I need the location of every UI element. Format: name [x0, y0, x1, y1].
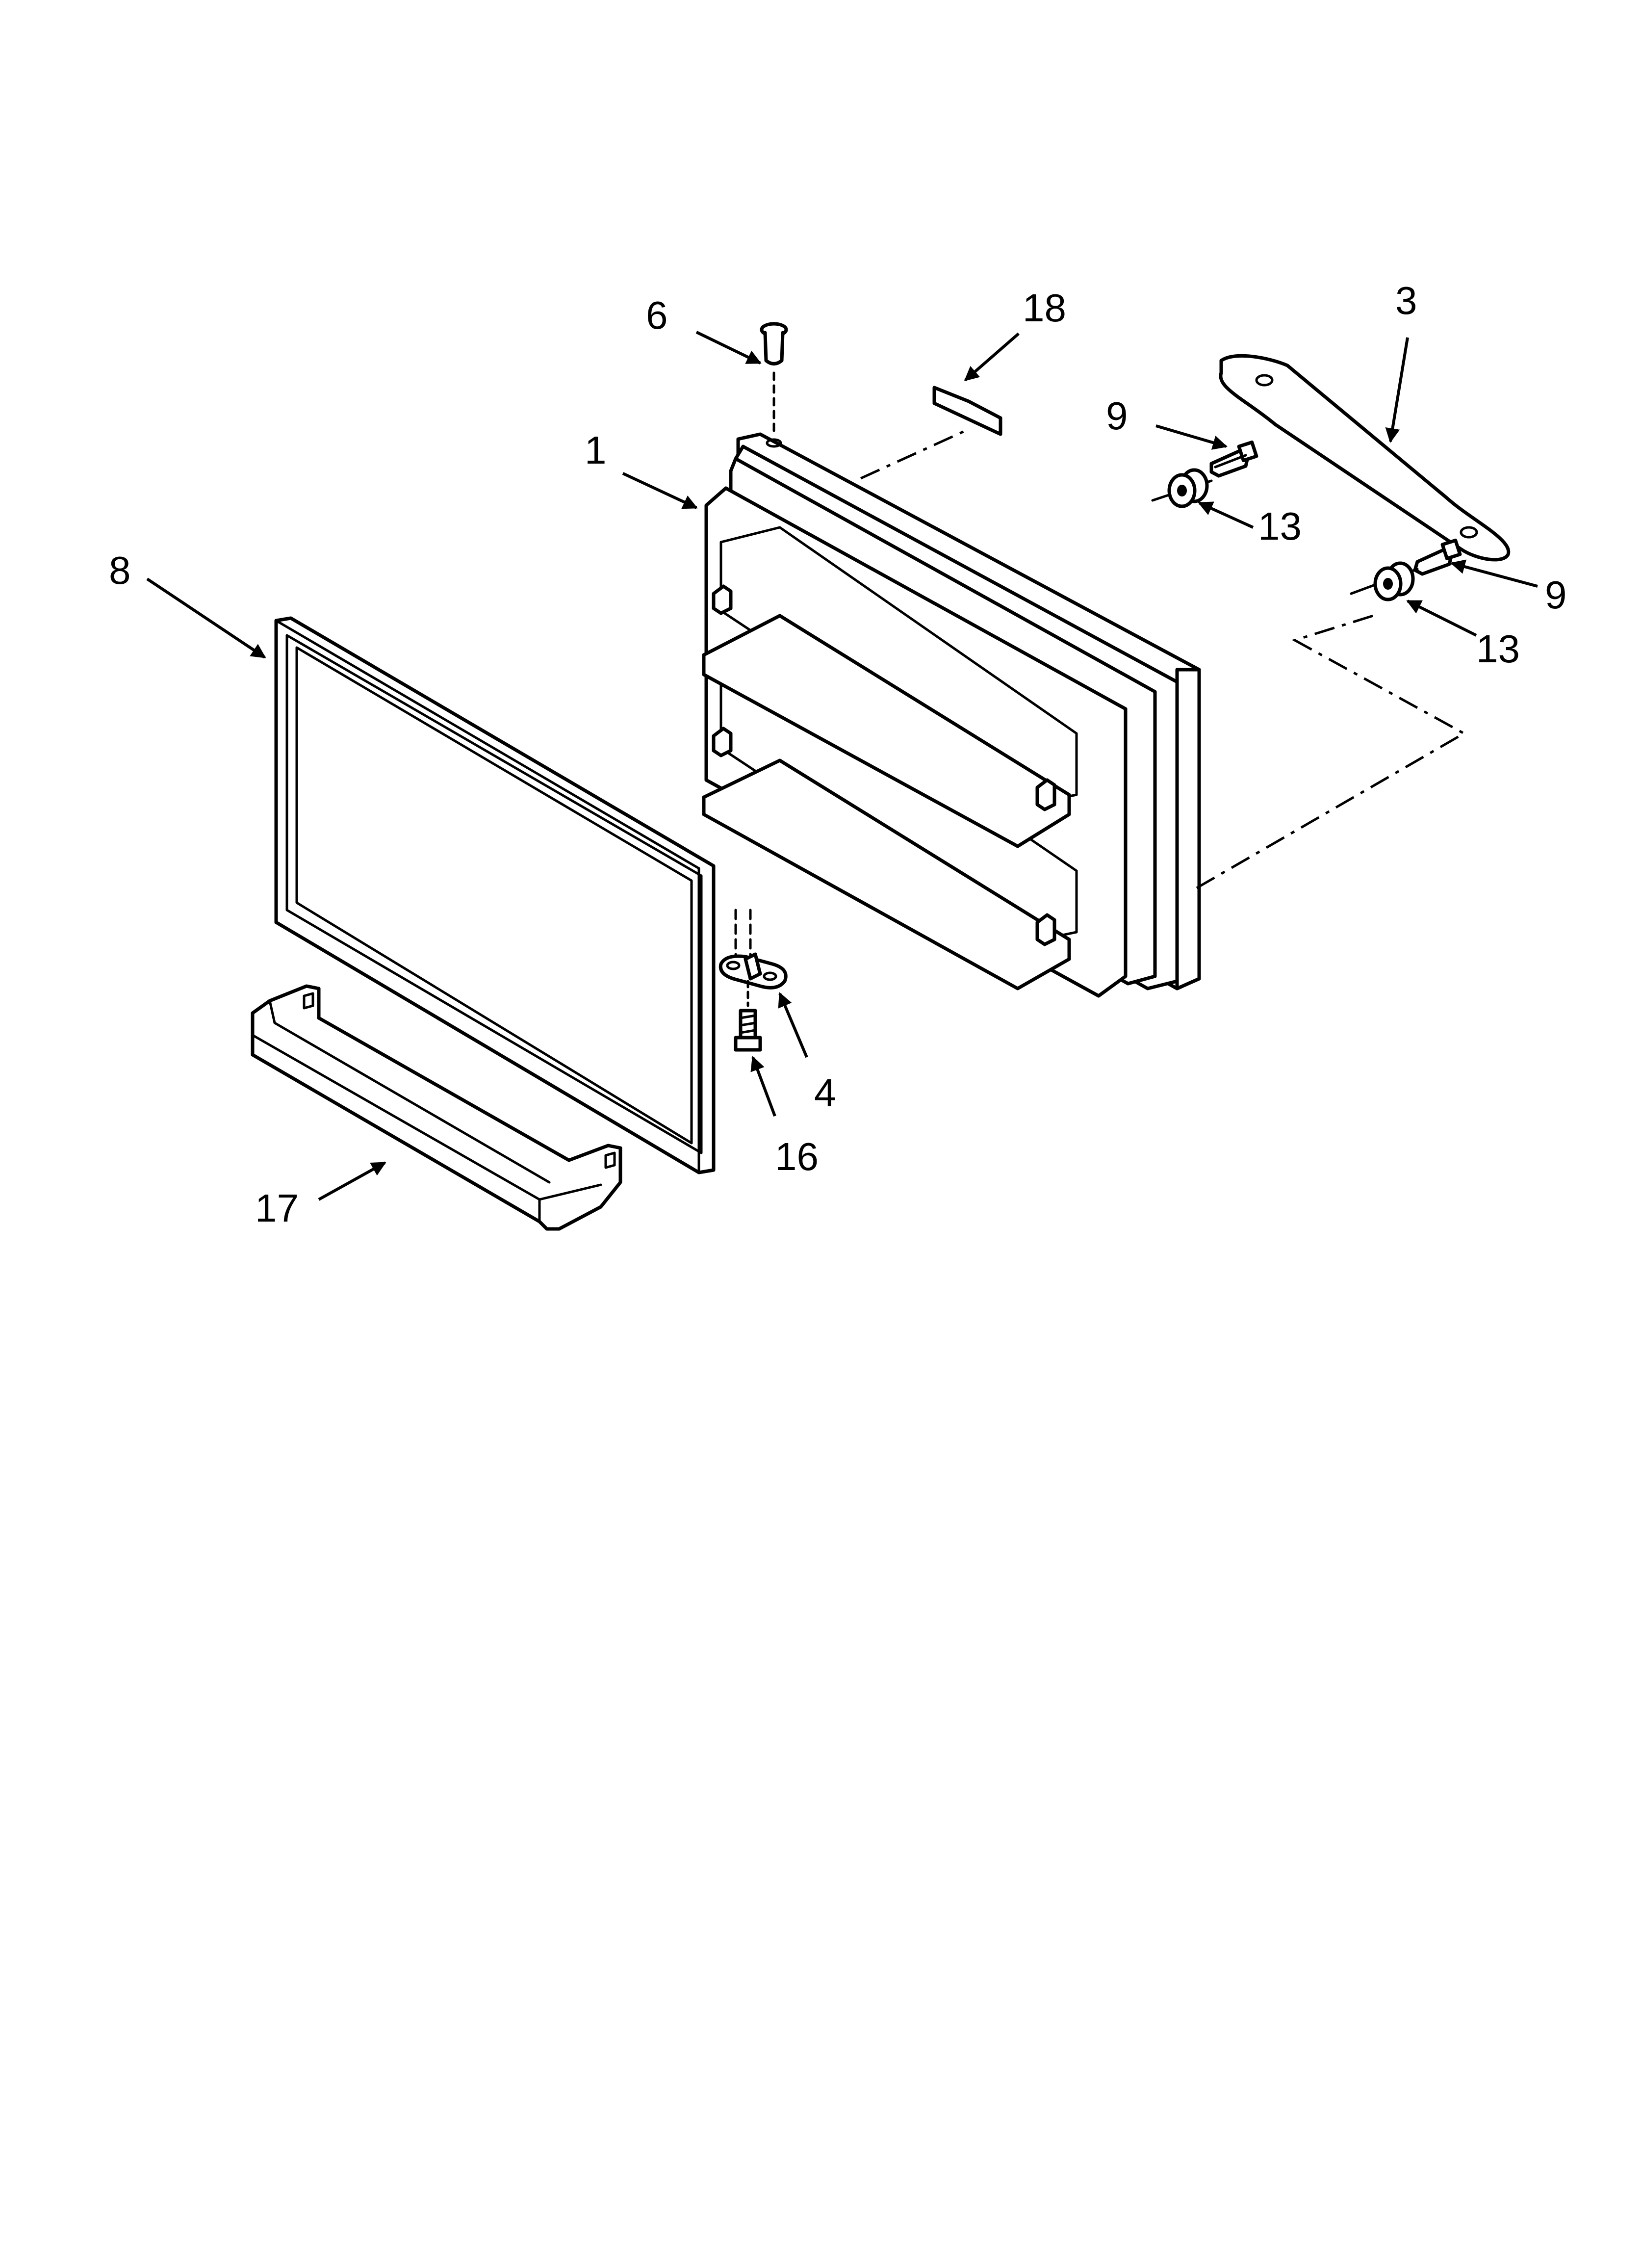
handle-spacer-upper	[1151, 468, 1213, 508]
freezer-door	[702, 432, 1201, 998]
lower-hinge	[718, 909, 788, 990]
handle-spacer-lower	[1350, 561, 1419, 601]
callout-18: 18	[1023, 286, 1066, 330]
handle-screw-lower	[1413, 538, 1462, 576]
callout-8: 8	[109, 548, 131, 592]
callout-9: 9	[1545, 573, 1567, 617]
door-label	[932, 386, 1002, 436]
leader-arrows	[146, 331, 1538, 1201]
callout-17: 17	[255, 1186, 299, 1230]
callout-9: 9	[1106, 394, 1128, 438]
callout-3: 3	[1395, 279, 1417, 322]
handle-screw-upper	[1209, 440, 1258, 478]
door-gasket	[274, 616, 716, 1174]
callout-13: 13	[1476, 627, 1520, 671]
hinge-plug	[760, 322, 788, 448]
hinge-screw	[734, 980, 762, 1052]
door-bin	[251, 984, 622, 1231]
door-handle	[1219, 354, 1511, 562]
callout-13: 13	[1258, 504, 1302, 548]
callout-1: 1	[585, 428, 607, 472]
callout-6: 6	[646, 293, 668, 337]
callout-16: 16	[775, 1135, 819, 1178]
assembly-lines	[860, 428, 1467, 889]
callout-labels: 6 18 3 9 1 13 8 9 13 4 16 17	[109, 279, 1567, 1230]
callout-4: 4	[814, 1071, 836, 1115]
